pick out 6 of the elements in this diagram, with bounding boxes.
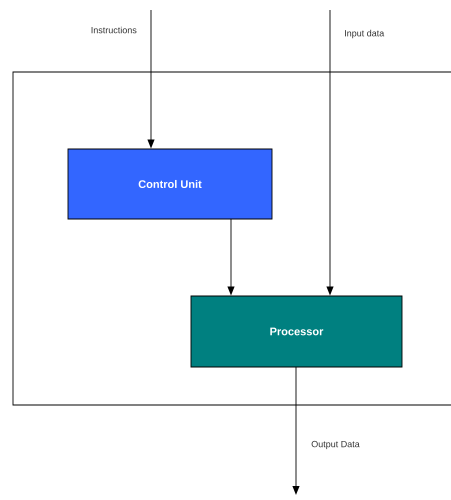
frame xyxy=(12,72,451,406)
edge-label: Input data xyxy=(345,30,384,38)
edge-label: Output Data xyxy=(312,440,360,450)
edge-label: Instructions xyxy=(92,26,136,34)
process-box: Control Unit xyxy=(68,148,272,220)
process-box: Processor xyxy=(190,296,402,368)
